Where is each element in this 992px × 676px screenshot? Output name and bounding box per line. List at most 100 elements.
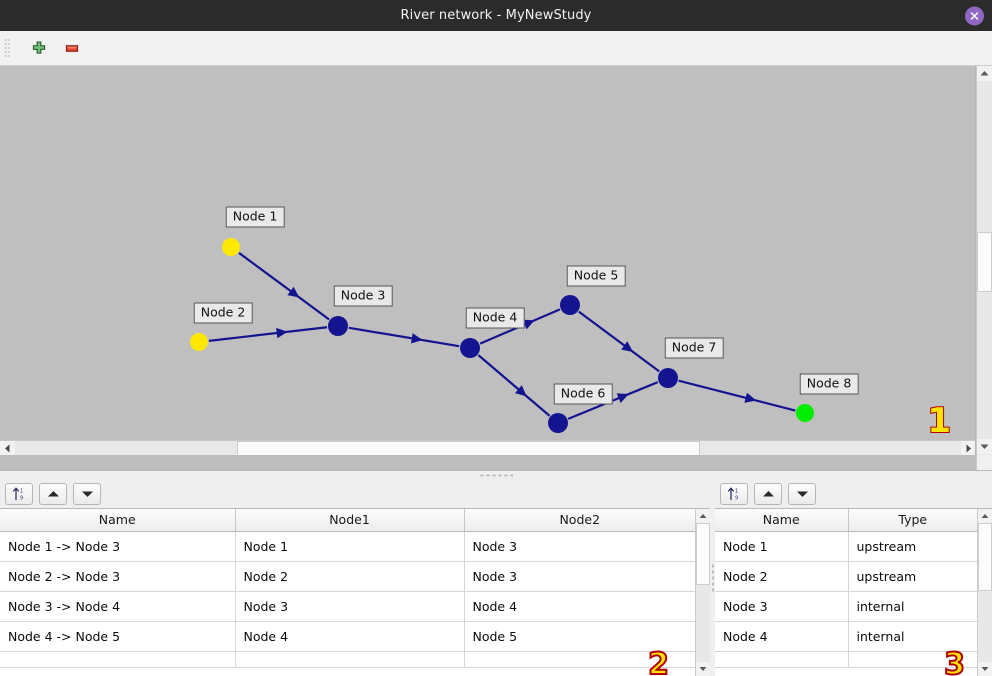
reaches-vscroll-thumb[interactable]	[696, 523, 710, 585]
reaches-cell[interactable]: Node 3 -> Node 4	[0, 591, 236, 622]
reaches-cell[interactable]: Node 4	[235, 621, 465, 652]
reaches-cell[interactable]: Node 2 -> Node 3	[0, 561, 236, 592]
close-window-button[interactable]	[965, 6, 984, 25]
add-icon	[32, 40, 46, 54]
reaches-vscroll-up-arrow[interactable]	[696, 509, 710, 523]
graph-vscrollbar[interactable]	[976, 66, 992, 470]
nodes-column-header[interactable]: Name	[715, 509, 849, 532]
graph-node-label-node-2[interactable]: Node 2	[193, 302, 253, 324]
graph-edge-arrowhead	[744, 392, 757, 403]
graph-edge[interactable]	[238, 252, 330, 321]
graph-node-label-node-1[interactable]: Node 1	[225, 206, 285, 228]
main-toolbar	[0, 31, 992, 66]
horizontal-splitter[interactable]	[0, 470, 992, 479]
reaches-cell[interactable]: Node 4 -> Node 5	[0, 621, 236, 652]
nodes-cell[interactable]: Node 2	[715, 561, 849, 592]
nodes-cell	[848, 651, 977, 668]
reaches-vscrollbar[interactable]	[695, 509, 710, 676]
nodes-cell[interactable]: Node 3	[715, 591, 849, 622]
reaches-empty-row[interactable]	[0, 651, 695, 668]
chevron-right-icon	[966, 444, 971, 453]
network-graph-edges	[208, 252, 796, 420]
reaches-move-up-button[interactable]	[39, 482, 67, 505]
nodes-sort-button[interactable]: 1 9	[720, 482, 748, 505]
graph-edge[interactable]	[678, 379, 796, 412]
graph-node-label-node-6[interactable]: Node 6	[553, 383, 613, 405]
graph-node-label-node-3[interactable]: Node 3	[333, 285, 393, 307]
graph-hscroll-left-arrow[interactable]	[0, 441, 15, 455]
nodes-empty-row[interactable]	[715, 651, 977, 668]
reaches-column-header[interactable]: Node2	[464, 509, 695, 532]
nodes-column-header[interactable]: Type	[848, 509, 977, 532]
nodes-vscroll-down-arrow[interactable]	[978, 662, 992, 676]
graph-hscroll-right-arrow[interactable]	[961, 441, 975, 455]
reaches-cell[interactable]: Node 4	[464, 591, 695, 622]
reaches-cell[interactable]: Node 3	[464, 531, 695, 562]
graph-vscroll-up-arrow[interactable]	[977, 66, 992, 81]
reaches-move-down-button[interactable]	[73, 482, 101, 505]
graph-node-label-node-8[interactable]: Node 8	[799, 373, 859, 395]
graph-node-node-2[interactable]	[190, 333, 208, 351]
nodes-cell[interactable]: Node 4	[715, 621, 849, 652]
add-node-button[interactable]	[25, 35, 53, 61]
reaches-cell[interactable]: Node 2	[235, 561, 465, 592]
graph-node-node-6[interactable]	[548, 413, 568, 433]
graph-vscroll-down-arrow[interactable]	[977, 439, 992, 454]
graph-node-node-7[interactable]	[658, 368, 678, 388]
graph-node-label-node-7[interactable]: Node 7	[664, 337, 724, 359]
graph-edge[interactable]	[208, 326, 328, 342]
nodes-cell	[715, 651, 849, 668]
nodes-cell[interactable]: internal	[848, 621, 977, 652]
graph-edge-arrowhead	[287, 286, 300, 298]
nodes-vscroll-thumb[interactable]	[978, 523, 992, 591]
reaches-sort-button[interactable]: 1 9	[5, 482, 33, 505]
reaches-cell[interactable]: Node 3	[464, 561, 695, 592]
graph-hscroll-thumb[interactable]	[237, 441, 700, 455]
toolbar-drag-handle[interactable]	[4, 38, 11, 58]
nodes-cell[interactable]: internal	[848, 591, 977, 622]
graph-node-node-1[interactable]	[222, 238, 240, 256]
nodes-cell[interactable]: upstream	[848, 531, 977, 562]
nodes-cell[interactable]: Node 1	[715, 531, 849, 562]
reaches-column-header[interactable]: Name	[0, 509, 236, 532]
graph-edge-arrowhead	[276, 327, 288, 339]
title-bar: River network - MyNewStudy	[0, 0, 992, 31]
nodes-cell[interactable]: upstream	[848, 561, 977, 592]
reaches-cell[interactable]: Node 1 -> Node 3	[0, 531, 236, 562]
graph-node-node-5[interactable]	[560, 295, 580, 315]
graph-edge[interactable]	[348, 326, 460, 348]
delete-node-button[interactable]	[58, 35, 86, 61]
graph-node-label-node-5[interactable]: Node 5	[566, 265, 626, 287]
nodes-move-down-button[interactable]	[788, 482, 816, 505]
graph-edge[interactable]	[477, 354, 551, 417]
reaches-vscroll-down-arrow[interactable]	[696, 662, 710, 676]
vertical-splitter[interactable]	[710, 479, 715, 676]
reaches-cell[interactable]: Node 5	[464, 621, 695, 652]
nodes-vscroll-up-arrow[interactable]	[978, 509, 992, 523]
graph-edge[interactable]	[567, 381, 659, 420]
graph-node-node-4[interactable]	[460, 338, 480, 358]
reaches-cell[interactable]: Node 1	[235, 531, 465, 562]
network-graph-canvas[interactable]: Node 1 Node 2 Node 3 Node 4 Node 5 Node 6 Node…	[0, 66, 976, 455]
graph-node-node-3[interactable]	[328, 316, 348, 336]
graph-node-node-8[interactable]	[796, 404, 814, 422]
graph-node-label-node-4[interactable]: Node 4	[465, 307, 525, 329]
graph-edge[interactable]	[578, 310, 660, 373]
graph-vscroll-thumb[interactable]	[977, 232, 992, 292]
reaches-cell[interactable]: Node 3	[235, 591, 465, 622]
reaches-column-header[interactable]: Node1	[235, 509, 465, 532]
nodes-vscrollbar[interactable]	[977, 509, 992, 676]
nodes-move-up-button[interactable]	[754, 482, 782, 505]
graph-hscrollbar[interactable]	[0, 440, 975, 455]
